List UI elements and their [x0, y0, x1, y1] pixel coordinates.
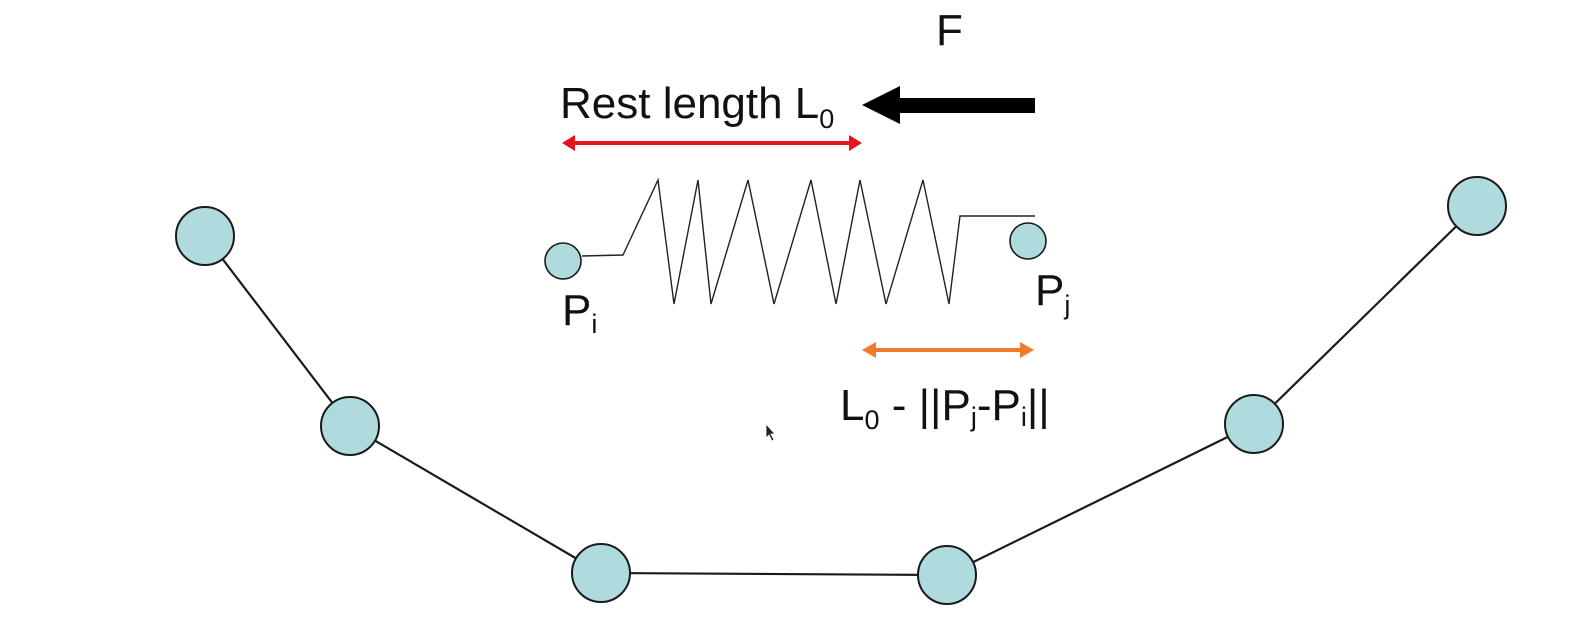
point-i-node	[544, 242, 582, 280]
mass-node	[175, 206, 235, 266]
chain-nodes	[175, 176, 1507, 605]
point-i-subscript: i	[591, 309, 597, 339]
spring-coil	[581, 177, 1035, 305]
force-arrow	[862, 86, 1035, 124]
cursor-icon	[765, 422, 776, 442]
point-j-node	[1009, 222, 1047, 260]
chain-link	[349, 425, 602, 574]
mass-spring-chain	[175, 176, 1507, 605]
chain-link	[946, 423, 1255, 576]
mass-node	[571, 543, 631, 603]
force-label: F	[936, 6, 963, 55]
point-i-label: Pi	[562, 286, 597, 339]
rest-length-subscript: 0	[819, 104, 834, 134]
mass-node	[1447, 176, 1507, 236]
point-j-subscript: j	[1063, 290, 1070, 320]
rest-length-label: Rest length L0	[560, 79, 834, 134]
mass-node	[917, 545, 977, 605]
chain-link	[204, 235, 351, 427]
mass-node	[1224, 394, 1284, 454]
point-j-label: Pj	[1035, 266, 1070, 320]
chain-link	[600, 571, 948, 577]
chain-link	[1253, 205, 1478, 425]
rest-length-arrow	[562, 135, 862, 151]
mass-node	[320, 396, 380, 456]
displacement-formula: L0 - ||Pj-Pi||	[840, 381, 1050, 435]
displacement-arrow	[862, 342, 1034, 358]
chain-links	[204, 205, 1478, 577]
